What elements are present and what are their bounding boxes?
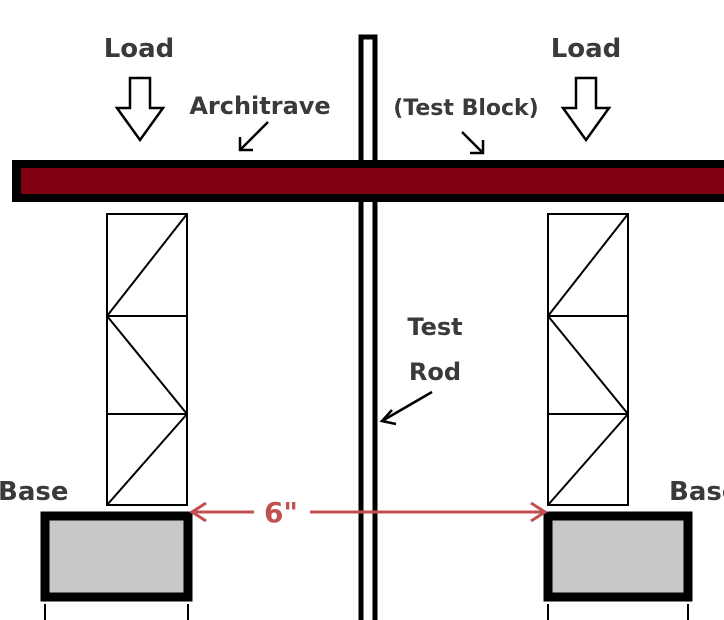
architrave-fill [21, 168, 724, 194]
test-block-label: (Test Block) [393, 96, 538, 121]
test-rod [358, 34, 378, 620]
base-left-label: Base [0, 477, 68, 507]
architrave-pointer-arrow-icon [238, 121, 269, 152]
load-left-label: Load [104, 34, 175, 64]
base-right-label: Base [669, 477, 724, 507]
right-support-tower [547, 213, 629, 506]
test-block-pointer-arrow-icon [461, 131, 485, 155]
load-right-label: Load [551, 34, 622, 64]
left-support-tower [106, 213, 188, 506]
dimension-line [189, 501, 548, 523]
right-base [543, 511, 693, 620]
left-base [40, 511, 193, 620]
test-rod-label-line2: Rod [409, 358, 461, 386]
load-right-arrow-icon [560, 76, 612, 143]
test-rod-label-line1: Test [407, 313, 462, 341]
architrave-label: Architrave [189, 92, 330, 120]
architrave-beam [12, 160, 724, 202]
test-rod-pointer-arrow-icon [379, 390, 433, 426]
load-left-arrow-icon [114, 76, 166, 143]
dimension-label: 6" [264, 496, 298, 529]
